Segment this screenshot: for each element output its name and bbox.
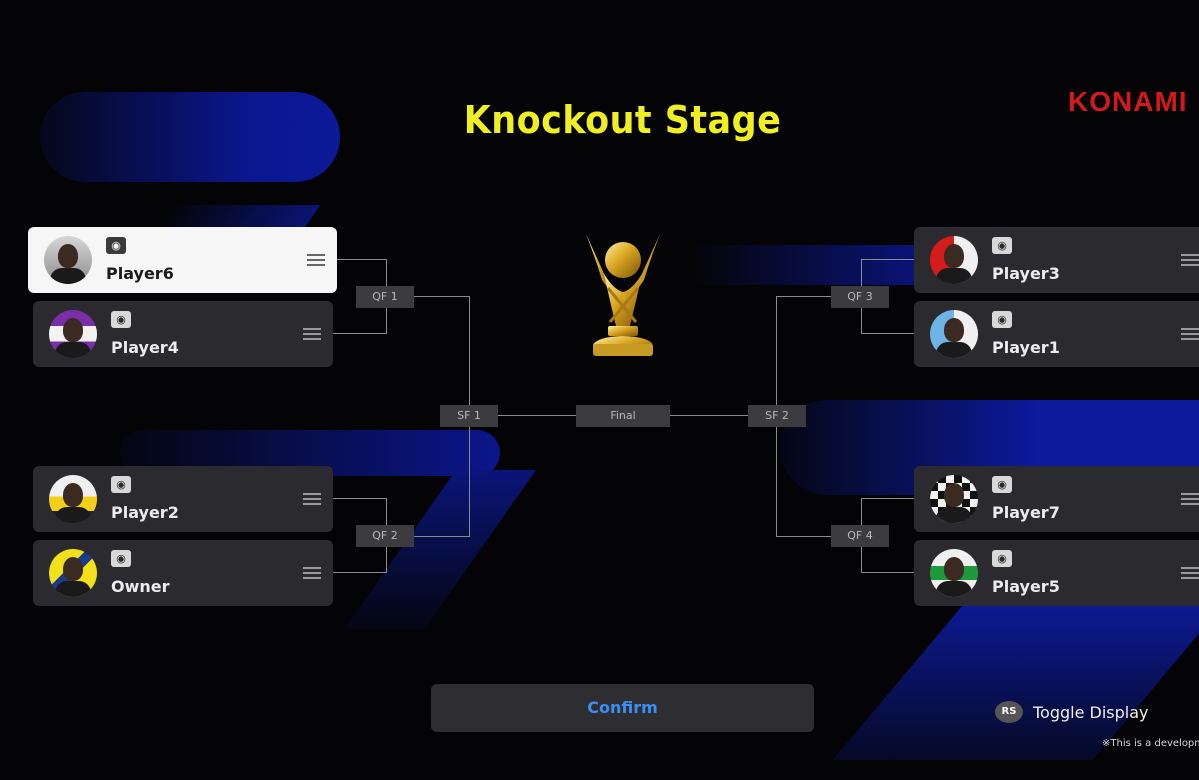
bracket-line bbox=[861, 498, 916, 499]
bracket-line bbox=[332, 572, 387, 573]
avatar bbox=[930, 475, 978, 523]
hamburger-icon[interactable] bbox=[1181, 567, 1199, 579]
bracket-line bbox=[861, 572, 916, 573]
hamburger-icon[interactable] bbox=[303, 493, 321, 505]
bracket-line bbox=[861, 333, 916, 334]
gamepad-icon: ◉ bbox=[111, 550, 131, 567]
bg-stripe bbox=[832, 600, 1199, 760]
sf2-label: SF 2 bbox=[748, 405, 806, 427]
qf2-label: QF 2 bbox=[356, 525, 414, 547]
avatar bbox=[930, 549, 978, 597]
bracket-line bbox=[777, 536, 862, 537]
player-name: Player5 bbox=[992, 577, 1060, 596]
dev-note: ※This is a developme bbox=[1102, 738, 1199, 749]
avatar bbox=[44, 236, 92, 284]
trophy-icon bbox=[586, 234, 660, 356]
gamepad-icon: ◉ bbox=[111, 476, 131, 493]
hamburger-icon[interactable] bbox=[303, 328, 321, 340]
player-name: Player3 bbox=[992, 264, 1060, 283]
bracket-line bbox=[386, 536, 470, 537]
player-name: Owner bbox=[111, 577, 170, 596]
avatar bbox=[930, 310, 978, 358]
gamepad-icon: ◉ bbox=[992, 476, 1012, 493]
player-name: Player6 bbox=[106, 264, 174, 283]
player-name: Player4 bbox=[111, 338, 179, 357]
avatar bbox=[49, 475, 97, 523]
player-card-player2[interactable]: ◉ Player2 bbox=[33, 466, 333, 532]
player-card-player5[interactable]: ◉ Player5 bbox=[914, 540, 1199, 606]
sf1-label: SF 1 bbox=[440, 405, 498, 427]
hamburger-icon[interactable] bbox=[303, 567, 321, 579]
toggle-display-button[interactable]: Toggle Display bbox=[1033, 703, 1149, 722]
qf4-label: QF 4 bbox=[831, 525, 889, 547]
bg-stripe bbox=[40, 92, 340, 182]
hamburger-icon[interactable] bbox=[1181, 493, 1199, 505]
gamepad-icon: ◉ bbox=[111, 311, 131, 328]
bracket-line bbox=[337, 259, 387, 260]
player-card-player3[interactable]: ◉ Player3 bbox=[914, 227, 1199, 293]
player-card-owner[interactable]: ◉ Owner bbox=[33, 540, 333, 606]
avatar bbox=[49, 310, 97, 358]
gamepad-icon: ◉ bbox=[106, 237, 126, 254]
rs-button-icon: RS bbox=[995, 701, 1023, 723]
player-name: Player2 bbox=[111, 503, 179, 522]
bg-stripe bbox=[343, 470, 537, 630]
bracket-line bbox=[332, 333, 387, 334]
hamburger-icon[interactable] bbox=[1181, 254, 1199, 266]
player-card-player4[interactable]: ◉ Player4 bbox=[33, 301, 333, 367]
player-card-player1[interactable]: ◉ Player1 bbox=[914, 301, 1199, 367]
player-card-player7[interactable]: ◉ Player7 bbox=[914, 466, 1199, 532]
final-label: Final bbox=[576, 405, 670, 427]
brand-logo: KONAMI bbox=[1068, 86, 1188, 117]
avatar bbox=[49, 549, 97, 597]
page-title: Knockout Stage bbox=[463, 98, 782, 142]
qf3-label: QF 3 bbox=[831, 286, 889, 308]
qf1-label: QF 1 bbox=[356, 286, 414, 308]
player-name: Player1 bbox=[992, 338, 1060, 357]
gamepad-icon: ◉ bbox=[992, 311, 1012, 328]
avatar bbox=[930, 236, 978, 284]
gamepad-icon: ◉ bbox=[992, 550, 1012, 567]
player-name: Player7 bbox=[992, 503, 1060, 522]
hamburger-icon[interactable] bbox=[307, 254, 325, 266]
bracket-line bbox=[386, 296, 470, 297]
bracket-line bbox=[861, 259, 916, 260]
gamepad-icon: ◉ bbox=[992, 237, 1012, 254]
player-card-player6[interactable]: ◉ Player6 bbox=[28, 227, 337, 293]
bracket-line bbox=[777, 296, 862, 297]
bracket-line bbox=[332, 498, 387, 499]
confirm-button[interactable]: Confirm bbox=[431, 684, 814, 732]
hamburger-icon[interactable] bbox=[1181, 328, 1199, 340]
